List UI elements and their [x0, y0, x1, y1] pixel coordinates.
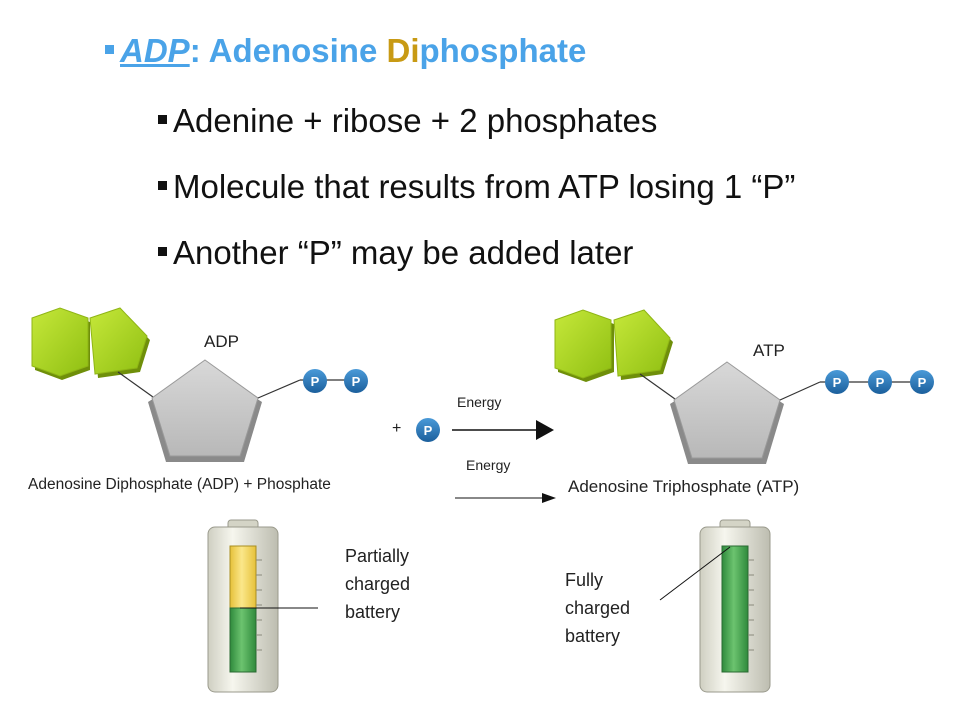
full-battery-label-line3: battery	[565, 626, 620, 646]
title-highlight: Di	[386, 32, 420, 69]
svg-text:P: P	[833, 375, 842, 390]
svg-text:P: P	[918, 375, 927, 390]
adenine-icon	[31, 307, 150, 380]
adenine-icon	[554, 309, 673, 382]
fully-charged-battery-icon	[699, 519, 771, 693]
sub-bullet-2: Molecule that results from ATP losing 1 …	[158, 168, 795, 206]
arrow-right-icon	[452, 420, 554, 440]
sub-bullet-text: Another “P” may be added later	[173, 234, 634, 271]
title-post: phosphate	[419, 32, 587, 69]
arrow-right-icon	[455, 493, 556, 503]
phosphate-icon: P	[910, 370, 934, 394]
bullet-square-icon	[105, 44, 114, 54]
plus-sign: +	[392, 420, 401, 437]
full-battery-label-line1: Fully	[565, 570, 603, 590]
partial-battery-label-line1: Partially	[345, 546, 409, 566]
partial-battery-label-line3: battery	[345, 602, 400, 622]
bullet-square-icon	[158, 114, 167, 124]
partially-charged-battery-icon	[207, 519, 279, 693]
svg-text:P: P	[352, 374, 361, 389]
partial-battery-label-line2: charged	[345, 574, 410, 594]
title-colon: :	[189, 32, 209, 69]
title-pre: Adenosine	[208, 32, 387, 69]
atp-caption: Adenosine Triphosphate (ATP)	[568, 477, 799, 496]
bullet-square-icon	[158, 180, 167, 190]
phosphate-icon: P	[416, 418, 440, 442]
full-battery-label-line2: charged	[565, 598, 630, 618]
sub-bullet-1: Adenine + ribose + 2 phosphates	[158, 102, 657, 140]
svg-text:P: P	[311, 374, 320, 389]
adp-label: ADP	[204, 332, 239, 351]
phosphate-icon: P	[868, 370, 892, 394]
svg-text:P: P	[876, 375, 885, 390]
phosphate-icon: P	[825, 370, 849, 394]
bullet-square-icon	[158, 246, 167, 256]
phosphate-icon: P	[303, 369, 327, 393]
title-bullet: ADP: Adenosine Diphosphate	[105, 32, 586, 70]
ribose-icon	[148, 359, 262, 462]
energy-label-top: Energy	[457, 394, 501, 410]
svg-text:P: P	[424, 423, 433, 438]
energy-label-bottom: Energy	[466, 457, 510, 473]
atp-label: ATP	[753, 341, 785, 360]
phosphate-icon: P	[344, 369, 368, 393]
sub-bullet-text: Molecule that results from ATP losing 1 …	[173, 168, 796, 205]
sub-bullet-3: Another “P” may be added later	[158, 234, 633, 272]
adp-molecule: P P ADP	[31, 307, 368, 462]
ribose-icon	[670, 361, 784, 464]
sub-bullet-text: Adenine + ribose + 2 phosphates	[173, 102, 658, 139]
title-abbreviation: ADP	[120, 32, 190, 69]
adp-caption: Adenosine Diphosphate (ADP) + Phosphate	[28, 476, 331, 493]
atp-molecule: P P P ATP	[554, 309, 934, 464]
